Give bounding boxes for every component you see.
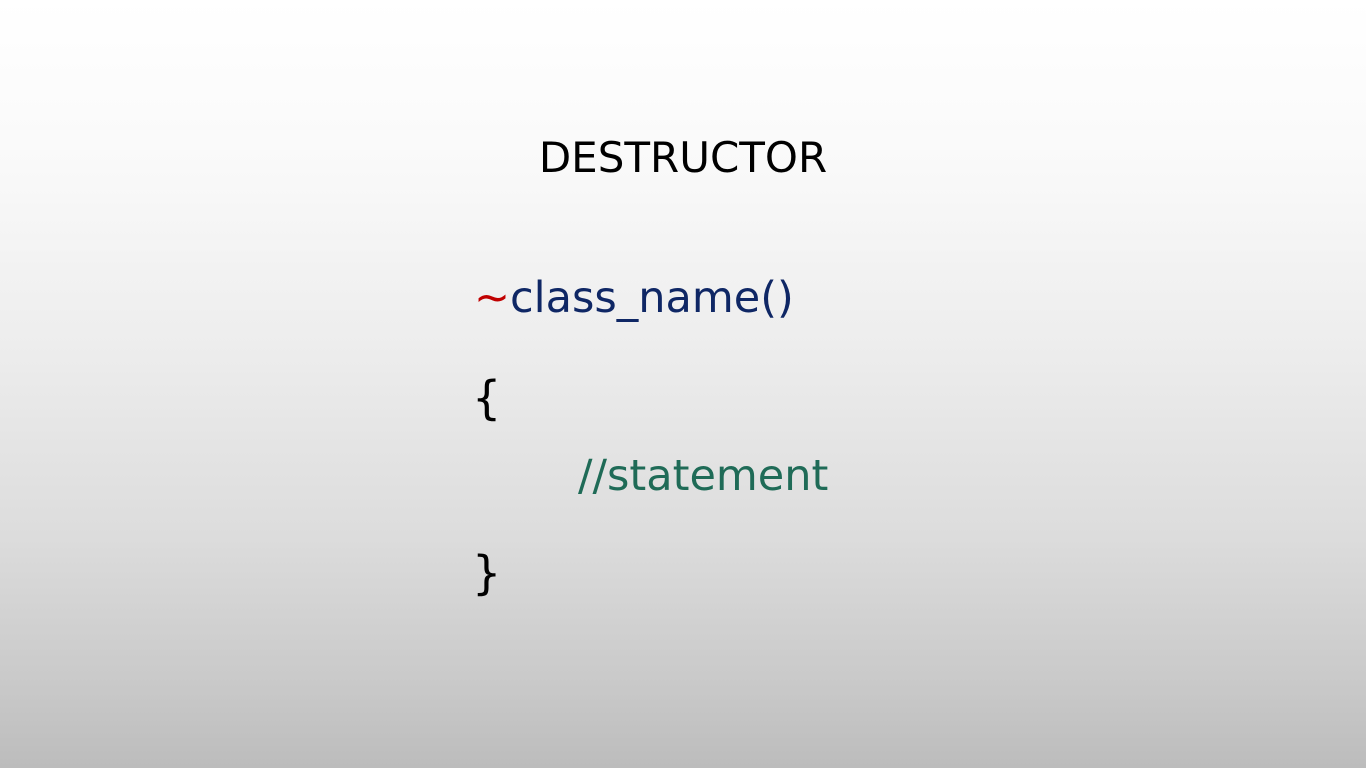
open-brace: { bbox=[472, 371, 502, 425]
close-brace: } bbox=[472, 546, 502, 600]
destructor-signature: ~class_name() bbox=[474, 270, 794, 326]
function-name: class_name() bbox=[510, 273, 794, 323]
code-comment: //statement bbox=[578, 451, 829, 501]
tilde-symbol: ~ bbox=[474, 273, 511, 323]
slide-title: DESTRUCTOR bbox=[538, 133, 828, 182]
